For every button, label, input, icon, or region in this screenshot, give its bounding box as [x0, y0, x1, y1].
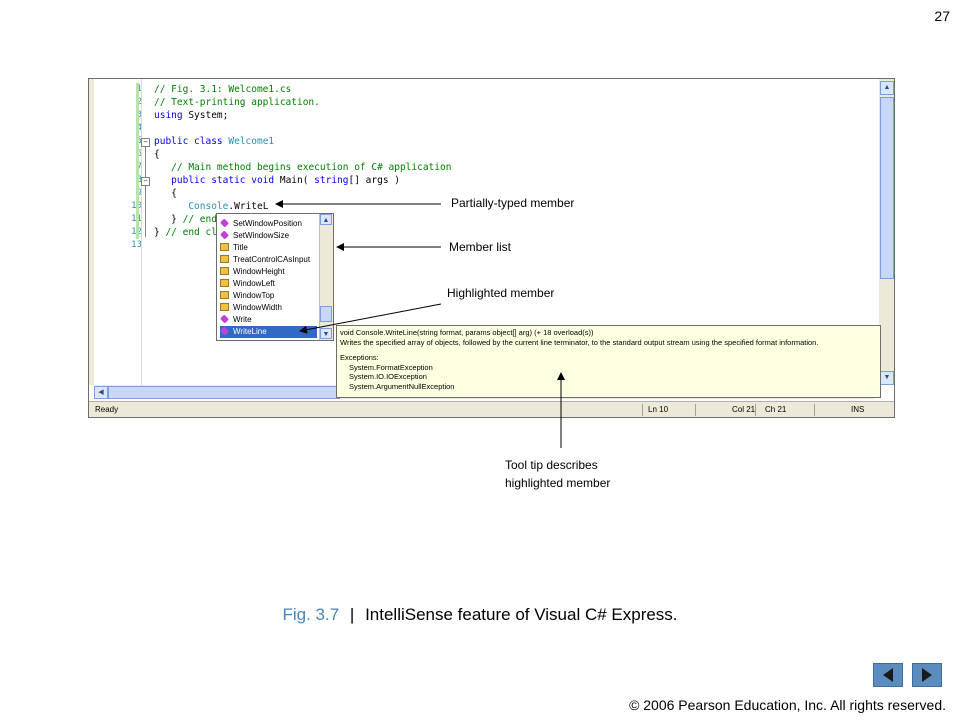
- member-list-item[interactable]: SetWindowPosition: [219, 218, 302, 230]
- method-icon: [219, 218, 230, 228]
- label-partially-typed-member: Partially-typed member: [451, 196, 575, 210]
- page-number: 27: [934, 8, 950, 24]
- tooltip-exceptions-label: Exceptions:: [340, 353, 379, 362]
- scroll-left-icon[interactable]: ◀: [94, 386, 108, 399]
- previous-slide-button[interactable]: [873, 663, 903, 687]
- member-list-item[interactable]: Write: [219, 314, 252, 326]
- line-number: 9: [136, 188, 142, 198]
- property-icon: [220, 291, 229, 299]
- label-highlighted-member: Highlighted member: [447, 286, 555, 300]
- tooltip-signature: void Console.WriteLine(string format, pa…: [340, 328, 594, 337]
- source-code[interactable]: // Fig. 3.1: Welcome1.cs // Text-printin…: [154, 84, 452, 238]
- member-list-item-label: WindowHeight: [233, 267, 285, 276]
- line-number: 8: [136, 175, 142, 185]
- figure-number: Fig. 3.7: [282, 605, 340, 624]
- copyright-notice: © 2006 Pearson Education, Inc. All right…: [629, 697, 946, 713]
- property-icon: [220, 279, 229, 287]
- member-list-item-label: Title: [233, 243, 248, 252]
- member-list-item-label: WindowWidth: [233, 303, 282, 312]
- collapse-class-icon[interactable]: −: [141, 138, 150, 147]
- collapse-method-icon[interactable]: −: [141, 177, 150, 186]
- member-list-scrollbar[interactable]: ▲ ▼: [319, 214, 333, 340]
- line-number: 6: [136, 149, 142, 159]
- label-tooltip: Tool tip describes highlighted member: [505, 456, 610, 492]
- line-number: 3: [136, 110, 142, 120]
- label-member-list: Member list: [449, 240, 512, 254]
- vertical-scrollbar[interactable]: ▲ ▼: [879, 79, 894, 385]
- member-list-item[interactable]: WindowTop: [220, 290, 274, 302]
- scroll-up-icon[interactable]: ▲: [880, 81, 894, 95]
- tooltip-exception: System.IO.IOException: [349, 372, 427, 381]
- line-number: 13: [131, 240, 142, 250]
- property-icon: [220, 267, 229, 275]
- member-list-scroll-down-icon[interactable]: ▼: [320, 328, 332, 339]
- status-separator: [695, 404, 696, 416]
- line-number: 7: [136, 162, 142, 172]
- tooltip-description: Writes the specified array of objects, f…: [340, 337, 819, 347]
- editor-margin-line: [141, 79, 142, 385]
- member-list-item[interactable]: TreatControlCAsInput: [220, 254, 310, 266]
- status-separator: [642, 404, 643, 416]
- next-slide-button[interactable]: [912, 663, 942, 687]
- method-icon: [219, 314, 230, 324]
- vertical-scroll-thumb[interactable]: [880, 97, 894, 279]
- member-list-item[interactable]: SetWindowSize: [219, 230, 290, 242]
- figure-caption: Fig. 3.7 | IntelliSense feature of Visua…: [0, 605, 960, 625]
- status-separator: [755, 404, 756, 416]
- horizontal-scroll-thumb[interactable]: [108, 386, 340, 399]
- quickinfo-tooltip: void Console.WriteLine(string format, pa…: [336, 325, 881, 398]
- member-list-item-selected[interactable]: WriteLine: [219, 326, 317, 338]
- label-tooltip-line2: highlighted member: [505, 476, 611, 490]
- change-indicator-bar: [136, 83, 139, 239]
- status-separator: [814, 404, 815, 416]
- property-icon: [220, 243, 229, 251]
- member-list-item-label: WindowTop: [233, 291, 275, 300]
- member-list-item[interactable]: Title: [220, 242, 248, 254]
- line-number: 5: [136, 136, 142, 146]
- member-list-item[interactable]: WindowWidth: [220, 302, 282, 314]
- status-line: Ln 10: [648, 405, 669, 414]
- method-icon: [219, 326, 230, 336]
- member-list-item-label: TreatControlCAsInput: [233, 255, 311, 264]
- method-icon: [219, 230, 230, 240]
- caption-separator: |: [349, 605, 355, 624]
- property-icon: [220, 255, 229, 263]
- member-list-item-label: WriteLine: [233, 327, 267, 336]
- member-list-item-label: Write: [233, 315, 252, 324]
- line-number: 2: [136, 97, 142, 107]
- member-list-item-label: SetWindowSize: [233, 231, 290, 240]
- member-list-item[interactable]: WindowLeft: [220, 278, 275, 290]
- line-number: 4: [136, 123, 142, 133]
- status-ready: Ready: [95, 405, 119, 414]
- member-list-item-label: SetWindowPosition: [233, 219, 302, 228]
- figure-title: IntelliSense feature of Visual C# Expres…: [365, 605, 678, 624]
- status-bar: Ready Ln 10 Col 21 Ch 21 INS: [89, 401, 894, 417]
- member-list-item[interactable]: WindowHeight: [220, 266, 285, 278]
- tooltip-exception: System.ArgumentNullException: [349, 381, 455, 391]
- property-icon: [220, 303, 229, 311]
- member-list-item-label: WindowLeft: [233, 279, 275, 288]
- fold-guide-class: [145, 147, 146, 237]
- triangle-right-icon: [922, 668, 932, 682]
- member-list-scroll-thumb[interactable]: [320, 306, 332, 322]
- status-char: Ch 21: [765, 405, 787, 414]
- status-column: Col 21: [732, 405, 756, 414]
- scroll-down-icon[interactable]: ▼: [880, 371, 894, 385]
- member-list-scroll-up-icon[interactable]: ▲: [320, 214, 332, 225]
- editor-left-gutter: [89, 79, 94, 385]
- triangle-left-icon: [883, 668, 893, 682]
- line-number: 1: [136, 84, 142, 94]
- status-insert-mode: INS: [851, 405, 865, 414]
- tooltip-exception: System.FormatException: [349, 362, 433, 372]
- label-tooltip-line1: Tool tip describes: [505, 458, 598, 472]
